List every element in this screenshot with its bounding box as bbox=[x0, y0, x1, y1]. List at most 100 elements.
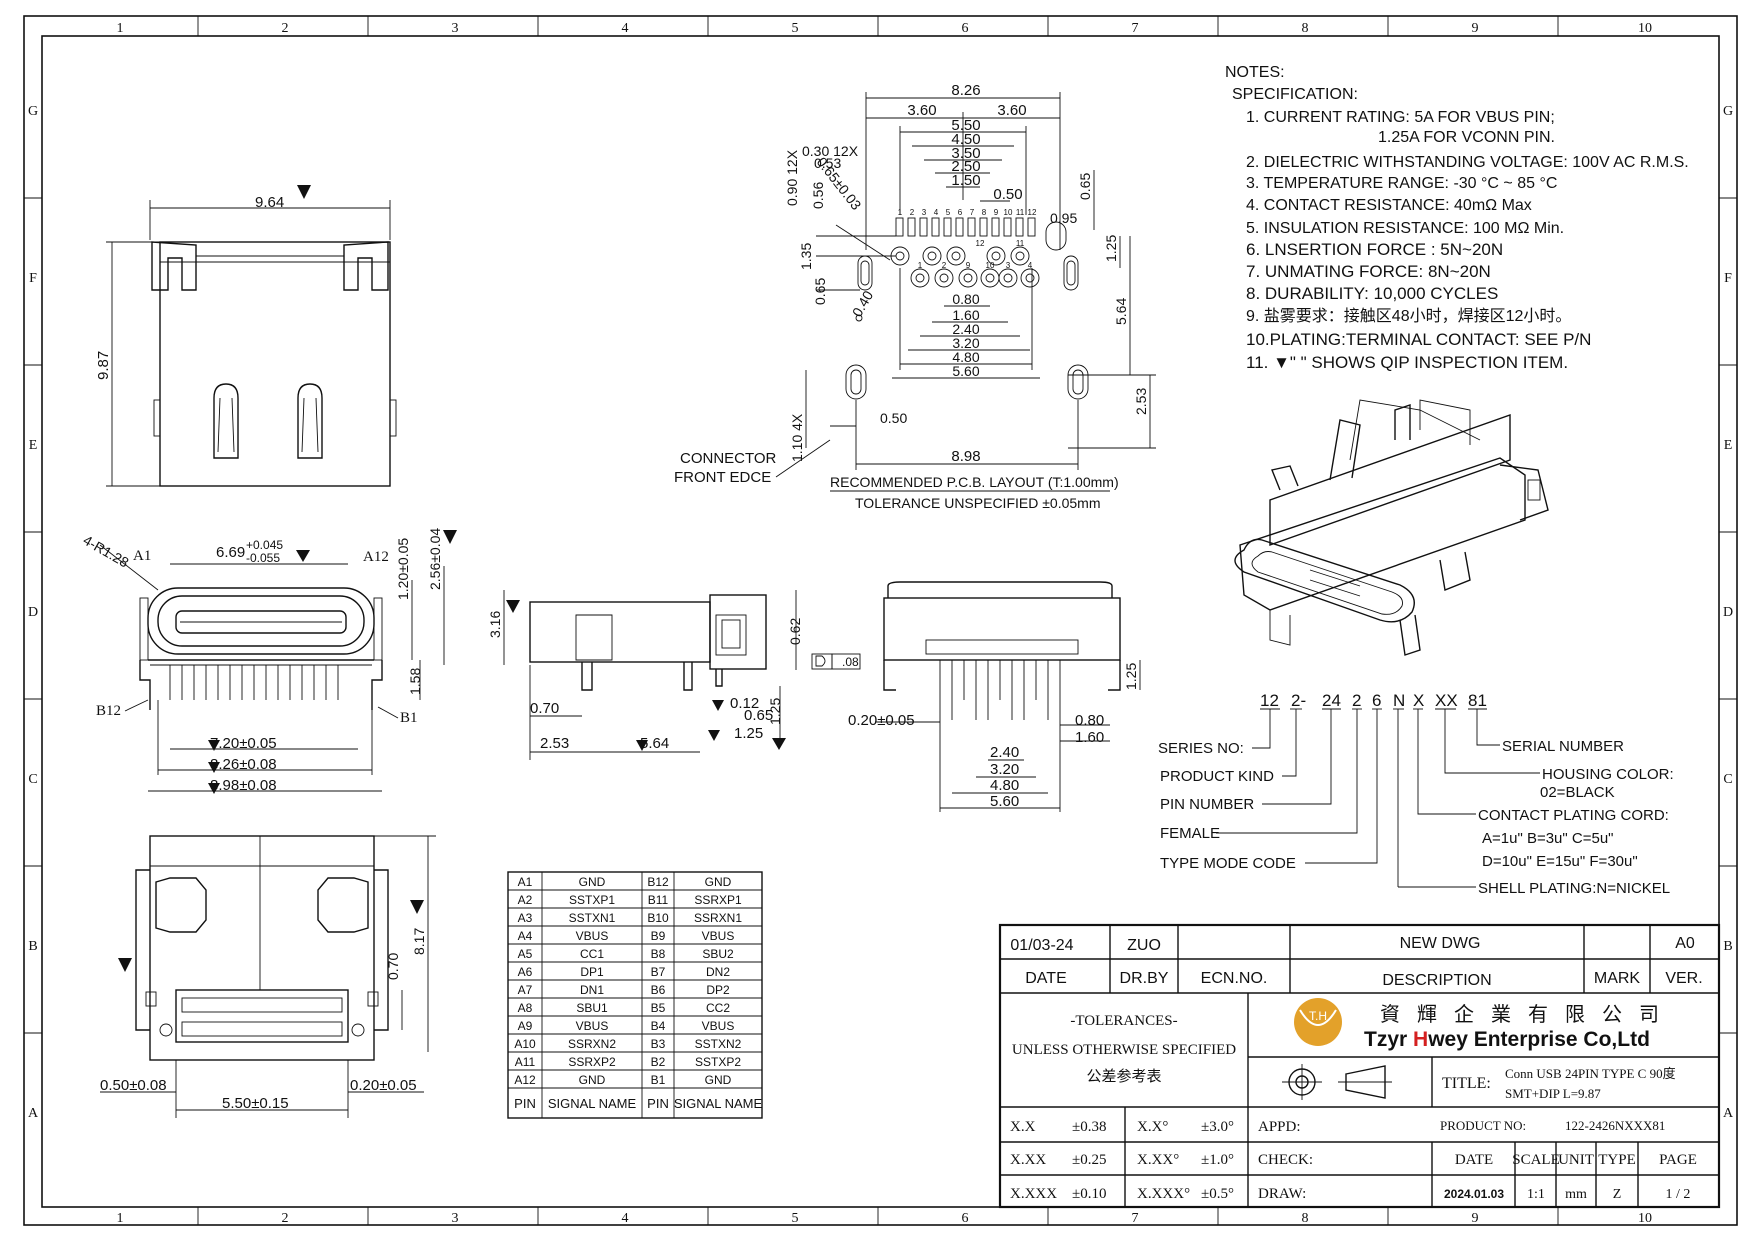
signal-name-cell: CC2 bbox=[706, 1001, 730, 1015]
svg-text:0.20±0.05: 0.20±0.05 bbox=[350, 1077, 417, 1094]
svg-text:4.80: 4.80 bbox=[990, 777, 1019, 794]
svg-text:4: 4 bbox=[622, 21, 629, 36]
svg-text:8: 8 bbox=[982, 208, 987, 217]
svg-text:9: 9 bbox=[1472, 1211, 1479, 1226]
svg-text:6: 6 bbox=[962, 21, 969, 36]
svg-text:±3.0°: ±3.0° bbox=[1201, 1119, 1234, 1135]
svg-text:D: D bbox=[28, 605, 38, 620]
svg-text:0.30 12X: 0.30 12X bbox=[802, 143, 859, 159]
svg-text:TITLE:: TITLE: bbox=[1442, 1075, 1491, 1092]
company-name: Tzyr Hwey Enterprise Co,Ltd bbox=[1364, 1028, 1650, 1051]
svg-text:02=BLACK: 02=BLACK bbox=[1540, 784, 1615, 801]
svg-text:1.10 4X: 1.10 4X bbox=[789, 413, 805, 462]
svg-text:2: 2 bbox=[910, 208, 915, 217]
row-labels: GF ED CB A GF ED CB A bbox=[28, 104, 1734, 1121]
svg-text:4.80: 4.80 bbox=[952, 349, 979, 365]
svg-text:DESCRIPTION: DESCRIPTION bbox=[1382, 972, 1491, 989]
svg-text:MARK: MARK bbox=[1594, 970, 1641, 987]
svg-text:+0.045: +0.045 bbox=[246, 538, 283, 552]
svg-text:10: 10 bbox=[1638, 21, 1652, 36]
svg-text:8.98±0.08: 8.98±0.08 bbox=[210, 777, 277, 794]
signal-name-cell: GND bbox=[705, 875, 732, 889]
svg-text:1:1: 1:1 bbox=[1527, 1187, 1545, 1202]
pin-id-cell: B8 bbox=[651, 947, 666, 961]
svg-text:公差参考表: 公差参考表 bbox=[1086, 1068, 1161, 1085]
qip-marker-icon bbox=[296, 550, 310, 562]
top-width-dim: 9.64 bbox=[255, 194, 284, 211]
diameter-icon bbox=[855, 314, 863, 322]
spec-heading: SPECIFICATION: bbox=[1232, 86, 1358, 103]
svg-text:5.60: 5.60 bbox=[952, 363, 979, 379]
svg-text:1: 1 bbox=[117, 21, 124, 36]
pin-id-cell: A2 bbox=[518, 893, 533, 907]
svg-text:0.65: 0.65 bbox=[812, 278, 828, 305]
svg-text:TYPE: TYPE bbox=[1598, 1152, 1636, 1168]
signal-name-cell: DN1 bbox=[580, 983, 604, 997]
svg-text:SHELL PLATING:N=NICKEL: SHELL PLATING:N=NICKEL bbox=[1478, 880, 1670, 897]
svg-text:9: 9 bbox=[994, 208, 999, 217]
top-height-dim: 9.87 bbox=[95, 351, 112, 380]
svg-text:0.70: 0.70 bbox=[385, 953, 401, 980]
svg-text:CONTACT PLATING CORD:: CONTACT PLATING CORD: bbox=[1478, 807, 1669, 824]
svg-text:mm: mm bbox=[1565, 1187, 1587, 1202]
svg-text:1.60: 1.60 bbox=[1075, 729, 1104, 746]
svg-text:F: F bbox=[1724, 271, 1732, 286]
pin-id-cell: A1 bbox=[518, 875, 533, 889]
svg-text:12: 12 bbox=[1260, 691, 1279, 710]
svg-text:1: 1 bbox=[117, 1211, 124, 1226]
svg-text:1. CURRENT RATING: 5A FOR VBUS: 1. CURRENT RATING: 5A FOR VBUS PIN; bbox=[1246, 109, 1555, 126]
svg-text:5: 5 bbox=[792, 1211, 799, 1226]
svg-text:±0.5°: ±0.5° bbox=[1201, 1186, 1234, 1202]
svg-text:G: G bbox=[1723, 104, 1733, 119]
pin-id-cell: B11 bbox=[648, 893, 669, 907]
pcb-layout: 8.26 3.60 3.60 5.50 4.50 3.50 2.50 1.50 … bbox=[674, 82, 1156, 511]
svg-text:5.50: 5.50 bbox=[951, 117, 980, 134]
svg-text:X.XX: X.XX bbox=[1010, 1152, 1046, 1168]
svg-text:APPD:: APPD: bbox=[1258, 1119, 1301, 1135]
svg-text:2.53: 2.53 bbox=[1133, 388, 1149, 415]
svg-text:5: 5 bbox=[792, 21, 799, 36]
svg-text:1.58: 1.58 bbox=[407, 668, 423, 695]
svg-text:1.35: 1.35 bbox=[798, 243, 814, 270]
svg-text:0.53: 0.53 bbox=[814, 155, 841, 171]
pin-id-cell: B10 bbox=[647, 911, 669, 925]
pin-id-cell: A8 bbox=[518, 1001, 533, 1015]
front-width-dim: 6.69 bbox=[216, 544, 245, 561]
svg-text:7: 7 bbox=[970, 208, 975, 217]
signal-name-cell: GND bbox=[579, 1073, 606, 1087]
svg-text:2.50: 2.50 bbox=[951, 158, 980, 175]
signal-name-cell: DP2 bbox=[706, 983, 730, 997]
svg-text:2: 2 bbox=[1352, 691, 1361, 710]
signal-name-cell: DP1 bbox=[580, 965, 604, 979]
svg-text:G: G bbox=[28, 104, 38, 119]
svg-text:CHECK:: CHECK: bbox=[1258, 1152, 1313, 1168]
svg-text:4: 4 bbox=[622, 1211, 629, 1226]
side-view: 3.16 0.70 2.53 5.64 0.62 .08 0.12 0.65 1… bbox=[487, 590, 861, 760]
notes-block: NOTES: SPECIFICATION: 1. CURRENT RATING:… bbox=[1225, 64, 1689, 372]
top-view: 9.64 9.87 bbox=[95, 185, 397, 487]
svg-text:0.95: 0.95 bbox=[1050, 210, 1077, 226]
svg-text:1.20±0.05: 1.20±0.05 bbox=[395, 538, 411, 600]
front-pins bbox=[169, 665, 339, 700]
svg-text:3. TEMPERATURE RANGE: -30 °C ~: 3. TEMPERATURE RANGE: -30 °C ~ 85 °C bbox=[1246, 175, 1557, 192]
flatness-icon bbox=[815, 655, 826, 667]
svg-text:T.H: T.H bbox=[1309, 1009, 1327, 1023]
svg-text:0.20±0.05: 0.20±0.05 bbox=[848, 712, 915, 729]
qip-marker-icon bbox=[208, 783, 220, 794]
svg-text:10: 10 bbox=[1004, 208, 1013, 217]
svg-text:11: 11 bbox=[1016, 208, 1025, 217]
pin-id-cell: B9 bbox=[651, 929, 666, 943]
svg-text:B1: B1 bbox=[400, 710, 418, 726]
svg-text:1.50: 1.50 bbox=[951, 172, 980, 189]
svg-text:SCALE: SCALE bbox=[1512, 1152, 1560, 1168]
qip-marker-icon bbox=[443, 530, 457, 544]
svg-text:3: 3 bbox=[452, 21, 459, 36]
signal-name-cell: VBUS bbox=[702, 929, 735, 943]
pcb-layout-title: RECOMMENDED P.C.B. LAYOUT (T:1.00mm) bbox=[830, 474, 1119, 490]
signal-name-cell: SSRXP2 bbox=[568, 1055, 616, 1069]
svg-text:81: 81 bbox=[1468, 691, 1487, 710]
svg-text:01/03-24: 01/03-24 bbox=[1010, 937, 1073, 954]
signal-name-cell: SBU2 bbox=[702, 947, 734, 961]
svg-text:0.50: 0.50 bbox=[993, 186, 1022, 203]
qip-marker-icon bbox=[506, 600, 520, 613]
